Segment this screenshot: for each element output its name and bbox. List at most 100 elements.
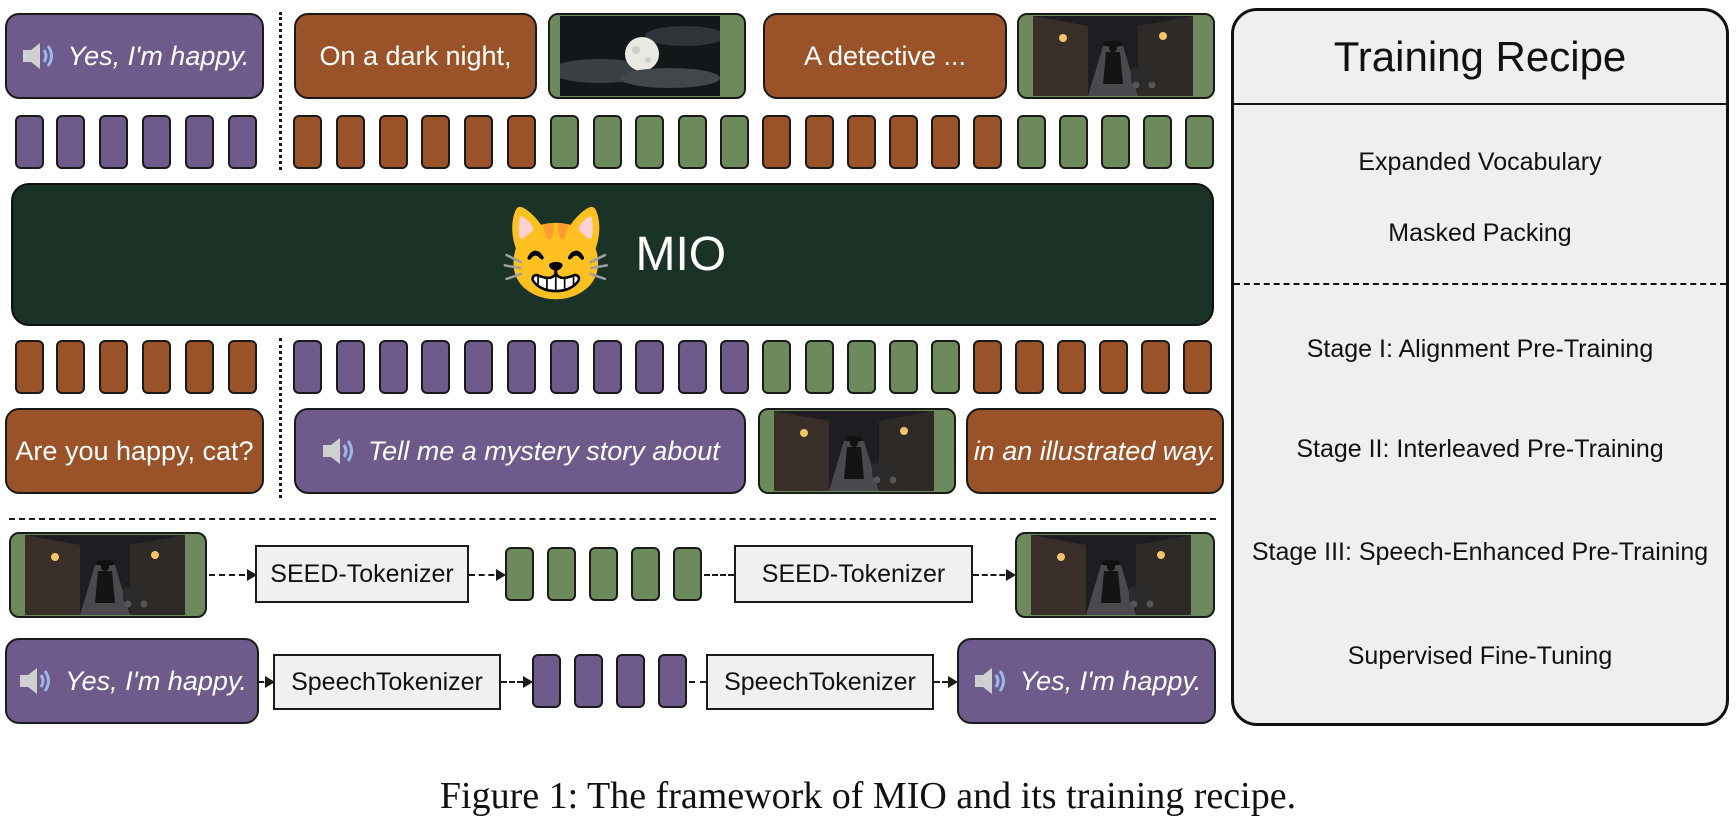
token [228, 340, 257, 394]
speaker-icon [972, 665, 1012, 697]
token [1057, 340, 1086, 394]
seed-tokenizer-decoder: SEED-Tokenizer [734, 545, 973, 603]
text-output-pill-1: On a dark night, [294, 13, 537, 99]
token [15, 340, 44, 394]
token [635, 115, 664, 169]
audio-input-pill: Tell me a mystery story about [294, 408, 746, 494]
arrow [501, 676, 533, 688]
token [15, 115, 44, 169]
speech-tokenizer-encoder-label: SpeechTokenizer [291, 667, 483, 696]
token [673, 547, 702, 601]
speech-tokenizer-decoder-label: SpeechTokenizer [724, 667, 916, 696]
model-name: MIO [635, 228, 727, 281]
token [678, 340, 707, 394]
token [185, 115, 214, 169]
arrow [259, 676, 275, 688]
token [1101, 115, 1130, 169]
token [973, 115, 1002, 169]
token [56, 115, 85, 169]
token [931, 340, 960, 394]
token [1143, 115, 1172, 169]
token [293, 115, 322, 169]
token [293, 340, 322, 394]
token [762, 340, 791, 394]
token [421, 340, 450, 394]
recipe-item-stage-3: Stage III: Speech-Enhanced Pre-Training [1251, 538, 1709, 566]
text-output-1: On a dark night, [319, 40, 512, 71]
token [805, 340, 834, 394]
token [56, 340, 85, 394]
token [550, 115, 579, 169]
connector [689, 681, 706, 683]
figure-caption: Figure 1: The framework of MIO and its t… [439, 775, 1297, 817]
token [532, 654, 561, 708]
token [635, 340, 664, 394]
arrow [934, 676, 958, 688]
token [720, 115, 749, 169]
token [547, 547, 576, 601]
speaker-icon [17, 665, 57, 697]
token [574, 654, 603, 708]
text-output-2: A detective ... [803, 40, 967, 71]
arrow [973, 569, 1016, 581]
pipeline-image-input [9, 532, 207, 618]
text-input-1: Are you happy, cat? [15, 435, 254, 466]
token [889, 115, 918, 169]
recipe-item-stage-1: Stage I: Alignment Pre-Training [1306, 335, 1654, 363]
title-divider [1234, 103, 1726, 105]
token [379, 115, 408, 169]
token [1099, 340, 1128, 394]
token [507, 115, 536, 169]
token [507, 340, 536, 394]
text-input-2: in an illustrated way. [973, 435, 1217, 466]
bottom-separator [279, 338, 282, 498]
token [336, 340, 365, 394]
token [593, 340, 622, 394]
recipe-item-expanded-vocabulary: Expanded Vocabulary [1358, 148, 1602, 176]
token [678, 115, 707, 169]
cat-emoji-icon: 😸 [498, 203, 614, 306]
token [616, 654, 645, 708]
arrow [209, 569, 257, 581]
seed-tokenizer-decoder-label: SEED-Tokenizer [761, 559, 946, 588]
speech-output-pill: Yes, I'm happy. [957, 638, 1216, 724]
speech-tokenizer-encoder: SpeechTokenizer [273, 654, 501, 710]
speaker-icon [20, 40, 60, 72]
token [99, 340, 128, 394]
speaker-icon [320, 435, 360, 467]
seed-tokenizer-encoder-label: SEED-Tokenizer [270, 559, 454, 588]
detective-image-output [1017, 13, 1215, 99]
section-divider [9, 518, 1216, 520]
token [720, 340, 749, 394]
token [973, 340, 1002, 394]
token [550, 340, 579, 394]
token [464, 115, 493, 169]
token [1015, 340, 1044, 394]
recipe-divider [1234, 283, 1726, 285]
top-separator [279, 12, 282, 170]
token [1059, 115, 1088, 169]
seed-tokenizer-encoder: SEED-Tokenizer [255, 545, 469, 603]
token [228, 115, 257, 169]
speech-input-pill: Yes, I'm happy. [5, 638, 259, 724]
token [464, 340, 493, 394]
token [1017, 115, 1046, 169]
token [889, 340, 918, 394]
speech-tokenizer-decoder: SpeechTokenizer [706, 654, 934, 710]
token [805, 115, 834, 169]
speech-input-text: Yes, I'm happy. [65, 665, 247, 696]
recipe-item-stage-2: Stage II: Interleaved Pre-Training [1296, 435, 1664, 463]
training-recipe-title: Training Recipe [1333, 33, 1627, 80]
connector [704, 574, 734, 576]
token [505, 547, 534, 601]
token [589, 547, 618, 601]
recipe-item-masked-packing: Masked Packing [1388, 219, 1572, 247]
text-output-pill-2: A detective ... [763, 13, 1007, 99]
token [142, 115, 171, 169]
token [847, 115, 876, 169]
training-recipe-panel: Training Recipe Expanded Vocabulary Mask… [1231, 8, 1729, 726]
token [142, 340, 171, 394]
token [1183, 340, 1212, 394]
token [99, 115, 128, 169]
arrow [469, 569, 506, 581]
